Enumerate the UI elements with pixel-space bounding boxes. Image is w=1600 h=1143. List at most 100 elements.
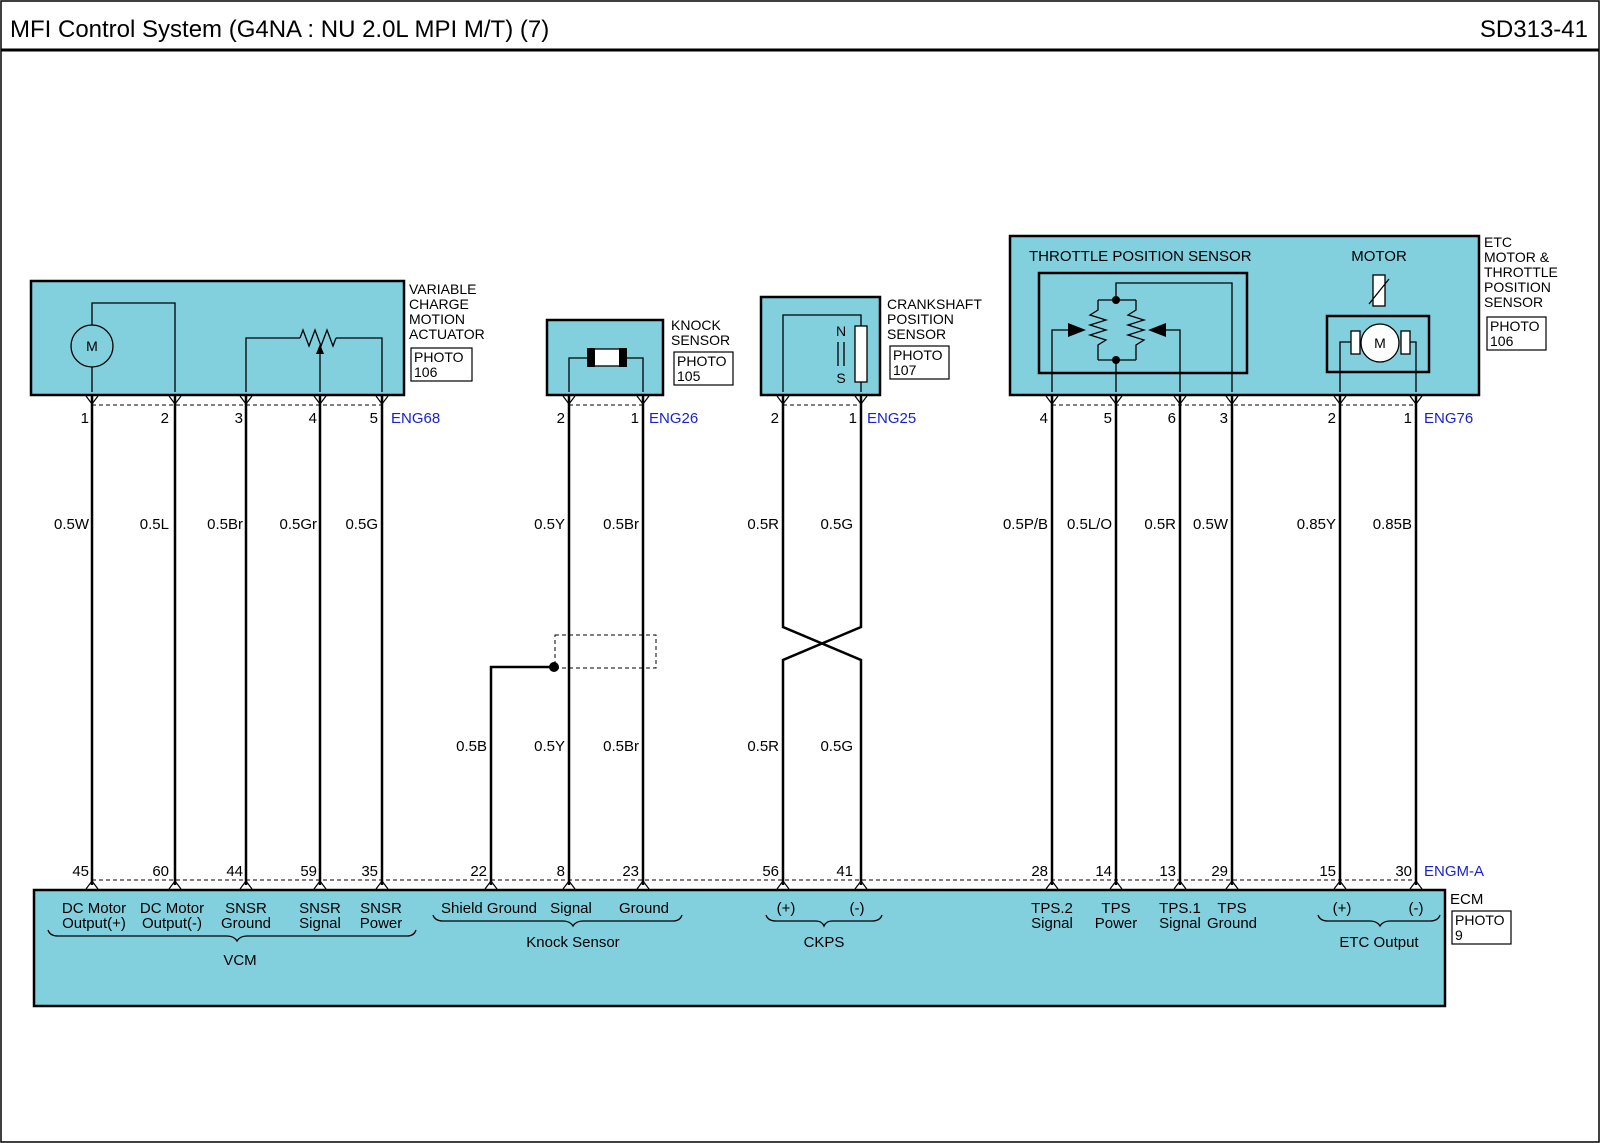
knock-sensor: KNOCK SENSOR PHOTO 105 <box>545 317 734 397</box>
ecm-photo-label: PHOTO <box>1455 912 1505 928</box>
ecm-terminal-label: DC Motor <box>62 900 126 917</box>
etc-label-line: THROTTLE <box>1484 264 1558 280</box>
pin-marker-icon <box>168 395 182 405</box>
connector-engm-a: ENGM-A <box>1424 863 1484 880</box>
ecm-pin-number: 56 <box>762 863 779 880</box>
pin-marker-icon <box>1409 880 1423 890</box>
etc-motor-lead <box>1410 341 1417 392</box>
group-label-vcm: VCM <box>223 952 256 969</box>
ecm-terminal-label: Shield Ground <box>441 900 537 917</box>
tps1-wiper-lead <box>1164 329 1181 392</box>
wire-color-label: 0.5Y <box>534 516 565 533</box>
ecm-photo-box <box>1451 910 1512 945</box>
etc-label-line: MOTOR & <box>1484 249 1550 265</box>
ecm-terminal-label: Power <box>360 915 403 932</box>
ckps-coil-lead <box>782 314 862 392</box>
ckps-pole-n: N <box>836 323 846 339</box>
ecm-pin-number: 29 <box>1211 863 1228 880</box>
vcm-resistor-lead <box>336 337 383 392</box>
crankshaft-sensor: N S CRANKSHAFT POSITION SENSOR PHOTO 107 <box>759 295 982 397</box>
pin-marker-icon <box>375 880 389 890</box>
ecm-pin-number: 28 <box>1031 863 1048 880</box>
etc-motor-label: MOTOR <box>1351 248 1407 265</box>
ecm-terminal-label: Output(+) <box>62 915 126 932</box>
page-title: MFI Control System (G4NA : NU 2.0L MPI M… <box>10 16 549 43</box>
etc-label-line: SENSOR <box>1484 294 1543 310</box>
ecm-terminal-label: DC Motor <box>140 900 204 917</box>
ecm-pin-number: 23 <box>622 863 639 880</box>
pin-marker-icon <box>1109 880 1123 890</box>
ecm-pin-number: 8 <box>557 863 565 880</box>
ecm-pin-number: 45 <box>72 863 89 880</box>
pin-marker-icon <box>1109 395 1123 405</box>
wire-color-label: 0.85B <box>1373 516 1412 533</box>
knock-element-cap <box>619 348 627 367</box>
vcm-actuator-label-line: VARIABLE <box>409 281 476 297</box>
ecm-pin-number: 15 <box>1319 863 1336 880</box>
tps-ground-lead <box>1115 282 1233 392</box>
connector-eng25: ENG25 <box>867 410 916 427</box>
connector-eng26: ENG26 <box>649 410 698 427</box>
ecm-terminal-label: Ground <box>221 915 271 932</box>
vcm-actuator-label-line: MOTION <box>409 311 465 327</box>
pin-marker-icon <box>313 880 327 890</box>
knock-photo-label: PHOTO <box>677 353 727 369</box>
pin-marker-icon <box>1045 880 1059 890</box>
vcm-photo-box <box>410 347 473 382</box>
vcm-actuator-label-line: CHARGE <box>409 296 469 312</box>
wire-color-label: 0.5R <box>747 516 779 533</box>
group-brace-etc <box>1317 914 1441 928</box>
vcm-actuator-label-line: ACTUATOR <box>409 326 485 342</box>
wire-color-label: 0.5Br <box>603 738 639 755</box>
pin-number: 1 <box>849 410 857 427</box>
etc-label-line: ETC <box>1484 234 1512 250</box>
pin-marker-icon <box>562 880 576 890</box>
etc-motor-symbol: M <box>1374 335 1386 351</box>
knock-sensor-label-line: SENSOR <box>671 332 730 348</box>
ecm-terminal-label: Signal <box>550 900 592 917</box>
vcm-actuator-label: VARIABLE CHARGE MOTION ACTUATOR <box>409 281 485 342</box>
ecm-pin-number: 59 <box>300 863 317 880</box>
ecm-body <box>32 888 1447 1008</box>
pin-marker-icon <box>168 880 182 890</box>
pin-number: 5 <box>1104 410 1112 427</box>
connector-eng76: ENG76 <box>1424 410 1473 427</box>
group-brace-knock <box>432 914 683 928</box>
tps-label: THROTTLE POSITION SENSOR <box>1029 248 1252 265</box>
resistor-icon <box>1087 300 1109 360</box>
ecm-terminal-label: Ground <box>1207 915 1257 932</box>
brush-icon <box>1400 330 1411 355</box>
pin-number: 3 <box>235 410 243 427</box>
brush-icon <box>1350 330 1361 355</box>
pin-marker-icon <box>85 395 99 405</box>
wire-color-label: 0.5P/B <box>1003 516 1048 533</box>
pin-number: 1 <box>631 410 639 427</box>
pin-number: 2 <box>1328 410 1336 427</box>
motor-actuator-slash <box>1368 278 1390 305</box>
crankshaft-sensor-label-line: POSITION <box>887 311 954 327</box>
ecm-pin-number: 44 <box>226 863 243 880</box>
ckps-photo-number: 107 <box>893 362 917 378</box>
pin-number: 2 <box>771 410 779 427</box>
wire-color-label: 0.85Y <box>1297 516 1336 533</box>
pin-marker-icon <box>1333 880 1347 890</box>
ecm-terminal-label: SNSR <box>360 900 402 917</box>
ecm-terminal-label: TPS <box>1101 900 1130 917</box>
ecm-terminal-label: (+) <box>777 900 796 917</box>
ecm-pin-number: 30 <box>1395 863 1412 880</box>
pin-marker-icon <box>484 880 498 890</box>
pin-number: 2 <box>557 410 565 427</box>
ckps-photo-box <box>889 345 950 380</box>
pin-marker-icon <box>776 395 790 405</box>
wire-color-label: 0.5L <box>140 516 169 533</box>
ecm-pin-number: 41 <box>836 863 853 880</box>
wire-color-label: 0.5Br <box>603 516 639 533</box>
vcm-motor-lead <box>91 302 176 392</box>
pin-markers-bottom <box>85 880 1423 890</box>
wire-color-label: 0.5G <box>345 516 378 533</box>
crankshaft-sensor-label-line: CRANKSHAFT <box>887 296 982 312</box>
resistor-icon <box>299 328 337 348</box>
pin-marker-icon <box>239 395 253 405</box>
